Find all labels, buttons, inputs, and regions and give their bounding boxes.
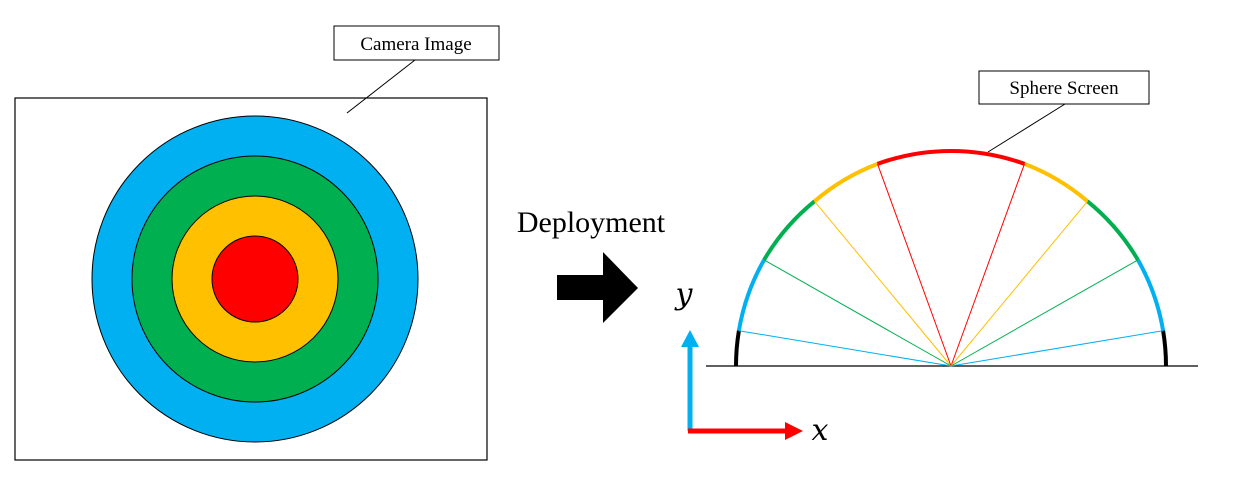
ray-yellow-left — [814, 200, 952, 367]
ray-red-right — [950, 163, 1025, 367]
sphere-arc-green-left — [762, 199, 816, 261]
sphere-arc-yellow-left — [813, 162, 879, 203]
y-axis-label: y — [674, 277, 694, 312]
deployment-label: Deployment — [517, 206, 666, 239]
sphere-arc-green-right — [1086, 199, 1140, 261]
center-circle-red — [211, 235, 299, 323]
sphere-arc-black-left — [733, 330, 741, 367]
camera-label-leader — [346, 59, 416, 114]
camera-label: Camera Image — [360, 34, 471, 55]
camera-label-box — [333, 25, 500, 61]
sphere-arc-yellow-right — [1023, 162, 1089, 203]
deployment-arrow-group: Deployment — [517, 206, 666, 323]
ray-green-left — [763, 259, 952, 367]
sphere-arc-blue-left — [736, 258, 766, 332]
sphere-arc-blue-right — [1136, 258, 1166, 332]
sphere-label-box — [978, 70, 1150, 105]
sphere-label: Sphere Screen — [1009, 78, 1119, 99]
sphere-arc-red — [876, 149, 1026, 166]
camera-image-panel: Camera Image — [14, 25, 500, 461]
x-axis-arrow-head — [785, 422, 803, 440]
sphere-outline — [735, 150, 1167, 367]
sphere-label-leader — [987, 103, 1066, 153]
ray-blue-right — [950, 330, 1164, 367]
ray-red-left — [877, 163, 952, 367]
axes: y x — [674, 277, 829, 448]
deployment-arrow — [557, 252, 638, 323]
x-axis-label: x — [812, 413, 829, 448]
sphere-arc-black-right — [1161, 330, 1169, 367]
ray-green-right — [950, 259, 1139, 367]
y-axis-arrow-head — [681, 330, 699, 347]
ray-yellow-right — [950, 200, 1088, 367]
sphere-screen-panel: Sphere Screen — [706, 70, 1198, 367]
ray-blue-left — [738, 330, 952, 367]
